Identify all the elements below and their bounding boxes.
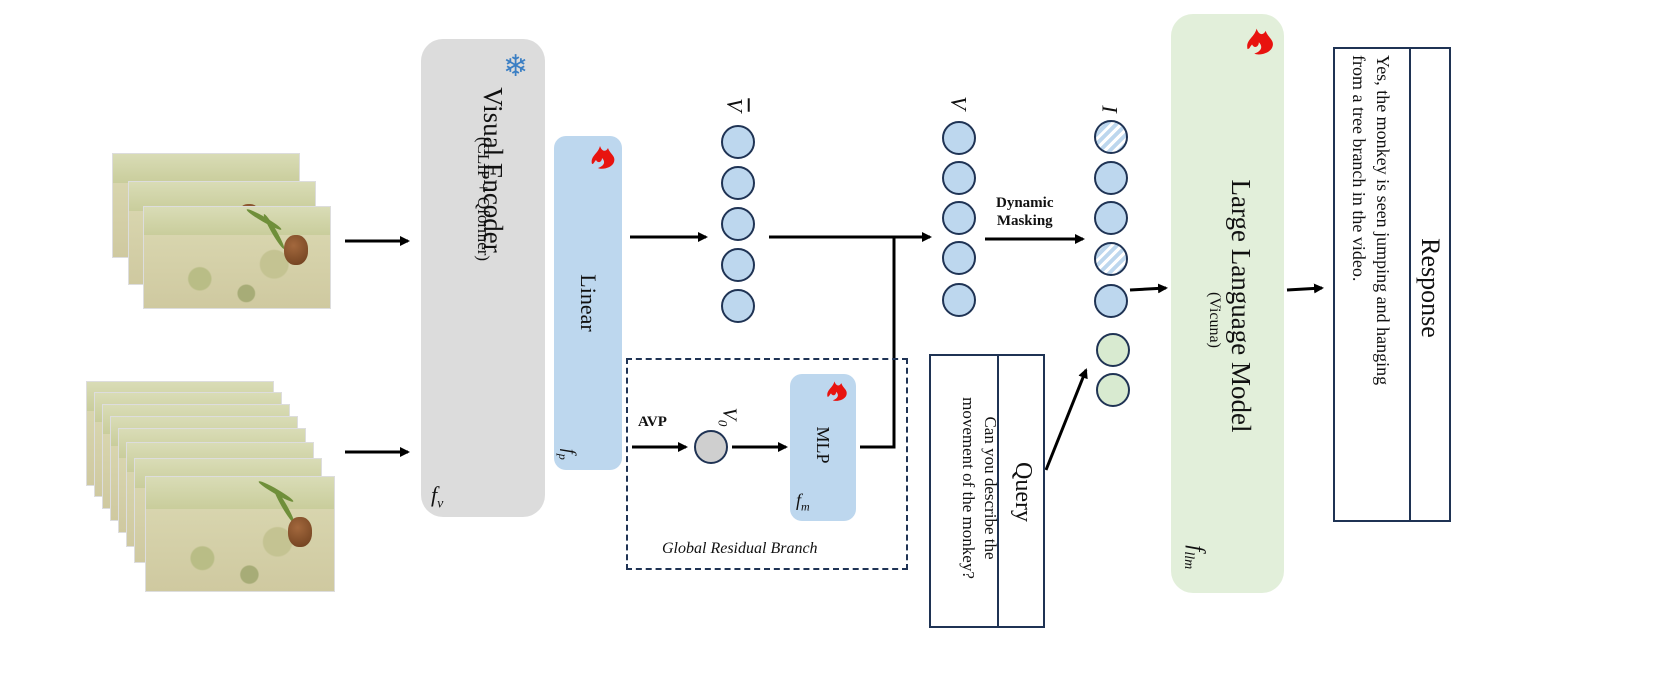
token	[1094, 161, 1128, 195]
token	[721, 207, 755, 241]
global-residual-branch: Global Residual Branch AVP V0	[626, 358, 908, 570]
query-box: Query Can you describe the movement of t…	[929, 354, 1045, 628]
token	[721, 166, 755, 200]
avp-label: AVP	[638, 414, 667, 430]
token	[942, 201, 976, 235]
llm-func-label: fllm	[1180, 545, 1211, 570]
global-residual-branch-label: Global Residual Branch	[662, 540, 818, 557]
query-text: Can you describe the movement of the mon…	[957, 358, 1001, 618]
flame-icon	[1247, 28, 1273, 55]
token	[721, 289, 755, 323]
response-text-line2: from a tree branch in the video.	[1349, 55, 1369, 282]
token	[721, 125, 755, 159]
token	[942, 241, 976, 275]
token-v0	[694, 430, 728, 464]
video-frame	[145, 476, 335, 592]
response-text: Yes, the monkey is seen jumping and hang…	[1347, 55, 1395, 475]
video-frame	[143, 206, 331, 309]
arrow-llm-to-response	[1286, 283, 1324, 294]
token	[942, 161, 976, 195]
v-label: V	[946, 96, 972, 110]
v0-label: V0	[715, 407, 741, 427]
visual-encoder-subtitle: (CLIP + Qformer)	[474, 136, 493, 262]
dynamic-masking-line2: Masking	[996, 213, 1053, 229]
vbar-label: V	[722, 98, 748, 112]
llm-title: Large Language Model	[1226, 179, 1256, 433]
token	[942, 121, 976, 155]
i-label: I	[1097, 105, 1123, 113]
dynamic-masking-line1: Dynamic	[996, 195, 1054, 211]
query-text-line2: movement of the monkey?	[959, 397, 978, 579]
visual-encoder-func-label: fv	[431, 482, 444, 512]
linear-func-label: fp	[556, 448, 580, 460]
visual-encoder-block: ❄ Visual Encoder (CLIP + Qformer) fv	[421, 39, 545, 517]
mlp-title: MLP	[813, 426, 833, 464]
mlp-block: MLP fm	[790, 374, 856, 521]
response-header: Response	[1416, 238, 1445, 338]
mlp-func-label: fm	[796, 490, 810, 514]
arrow-query-to-llm	[1044, 368, 1088, 471]
response-box: Response Yes, the monkey is seen jumping…	[1333, 47, 1451, 522]
token	[1094, 201, 1128, 235]
query-text-line1: Can you describe the	[981, 416, 1000, 560]
linear-block: Linear fp	[554, 136, 622, 470]
response-text-line1: Yes, the monkey is seen jumping and hang…	[1373, 55, 1393, 386]
llm-block: Large Language Model (Vicuna) fllm	[1171, 14, 1284, 593]
linear-title: Linear	[576, 274, 601, 332]
line-mlp-residual	[860, 237, 896, 449]
token	[721, 248, 755, 282]
flame-icon	[827, 381, 847, 401]
arrow-tokens-to-llm	[1129, 283, 1168, 294]
token-masked	[1094, 242, 1128, 276]
token-query	[1096, 373, 1130, 407]
query-header: Query	[1010, 462, 1036, 522]
dynamic-masking-label: Dynamic Masking	[996, 194, 1054, 230]
llm-subtitle: (Vicuna)	[1206, 292, 1223, 348]
snowflake-icon: ❄	[503, 49, 529, 84]
token-masked	[1094, 120, 1128, 154]
token-query	[1096, 333, 1130, 367]
flame-icon	[591, 146, 615, 169]
token	[1094, 284, 1128, 318]
token	[942, 283, 976, 317]
